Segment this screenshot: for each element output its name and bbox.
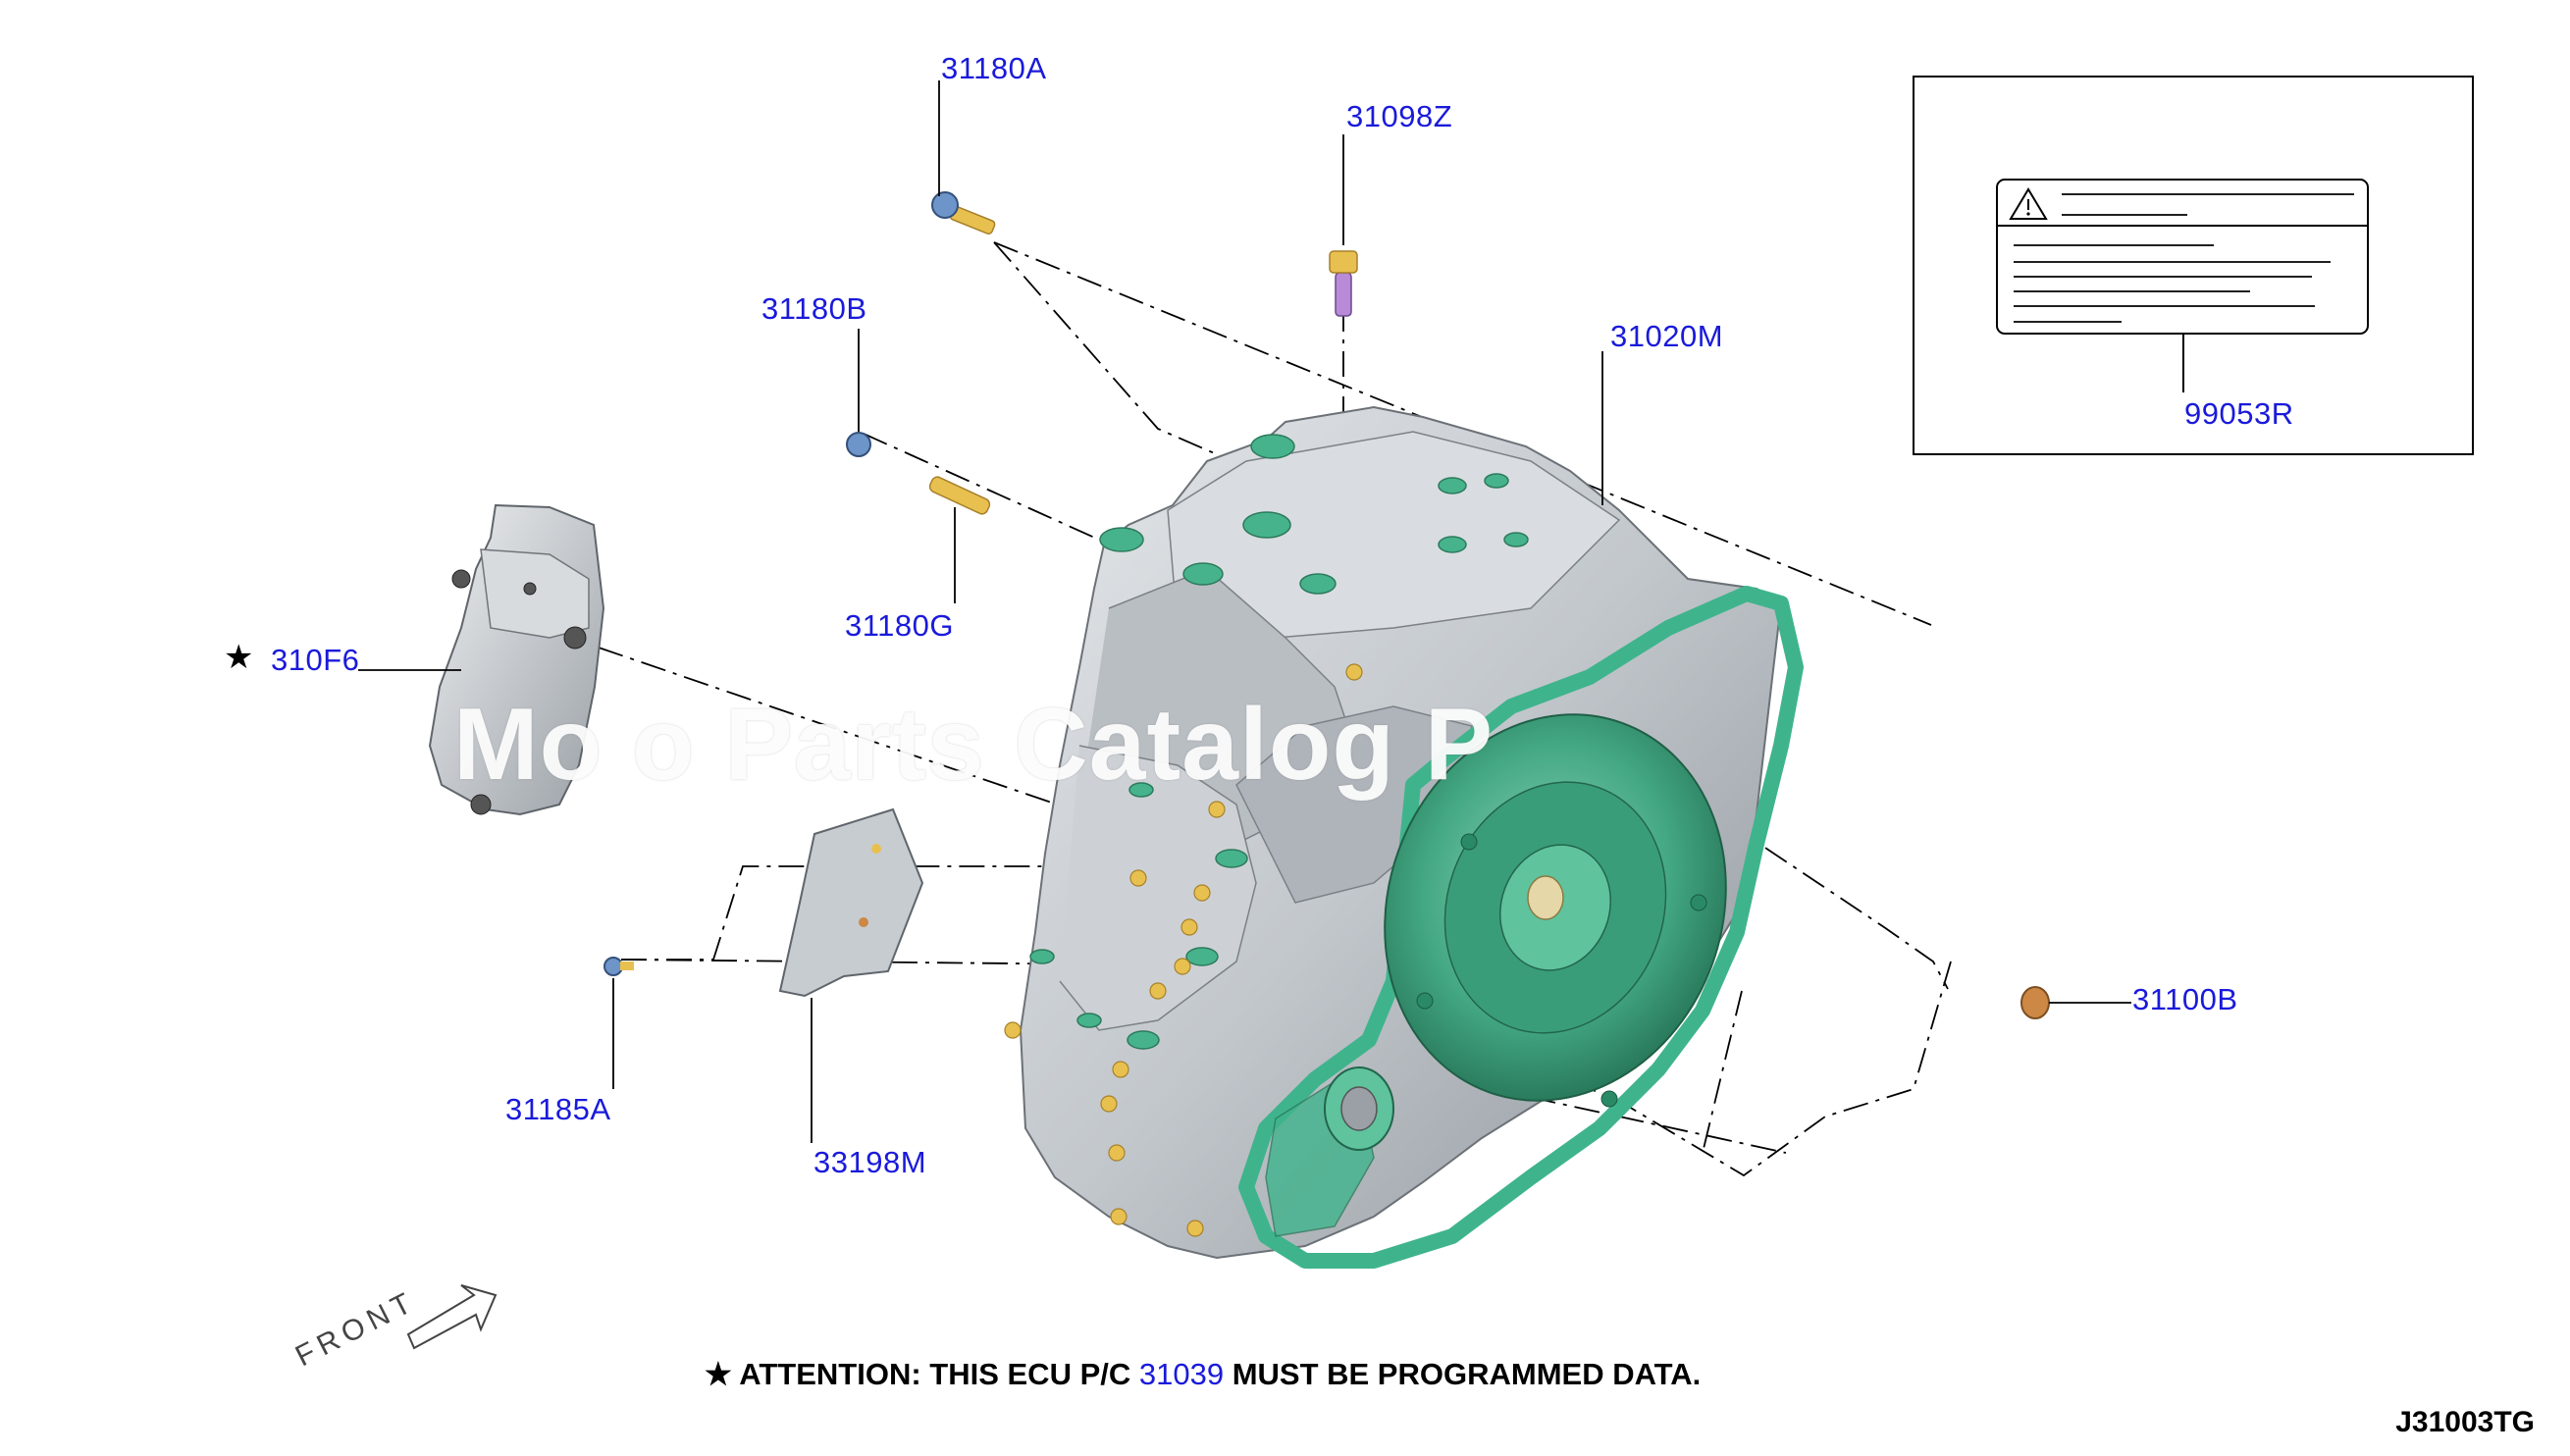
watermark-text: Mo o Parts Catalog P [453,688,1495,802]
warning-triangle-icon [2009,187,2048,220]
stud-31180G[interactable] [928,475,992,516]
warning-label-box [1913,76,2474,455]
label-31020M[interactable]: 31020M [1610,319,1724,353]
attention-note: ★ ATTENTION: THIS ECU P/C 31039 MUST BE … [705,1357,1701,1392]
note-suffix: MUST BE PROGRAMMED DATA. [1224,1357,1702,1391]
front-arrow-icon [406,1284,498,1350]
label-33198M[interactable]: 33198M [813,1145,927,1179]
label-31185A[interactable]: 31185A [505,1092,611,1126]
label-31180G[interactable]: 31180G [845,608,955,643]
plug-31100B[interactable] [2020,986,2050,1019]
label-31180A[interactable]: 31180A [941,51,1047,85]
note-star-icon: ★ [705,1357,732,1391]
converter-hub [1527,875,1564,920]
bracket-33198M[interactable] [778,807,924,998]
bolt-31185A[interactable] [603,957,634,976]
transmission-assembly[interactable] [1004,405,1804,1269]
bolt-31098Z[interactable] [1329,250,1358,317]
diagram-code: J31003TG [2395,1406,2535,1438]
bolt-31180B[interactable] [846,432,871,457]
star-icon: ★ [224,639,254,676]
label-31100B[interactable]: 31100B [2132,982,2238,1016]
label-leader-lines [358,80,2131,1143]
note-part-link-31039[interactable]: 31039 [1138,1357,1225,1391]
bolt-31180A[interactable] [931,191,996,235]
label-31098Z[interactable]: 31098Z [1346,99,1453,133]
note-prefix: ATTENTION: THIS ECU P/C [739,1357,1139,1391]
label-31180B[interactable]: 31180B [761,291,867,326]
label-310F6[interactable]: 310F6 [271,643,360,677]
ecu-module-310F6[interactable] [428,503,605,816]
label-99053R[interactable]: 99053R [2184,396,2294,431]
